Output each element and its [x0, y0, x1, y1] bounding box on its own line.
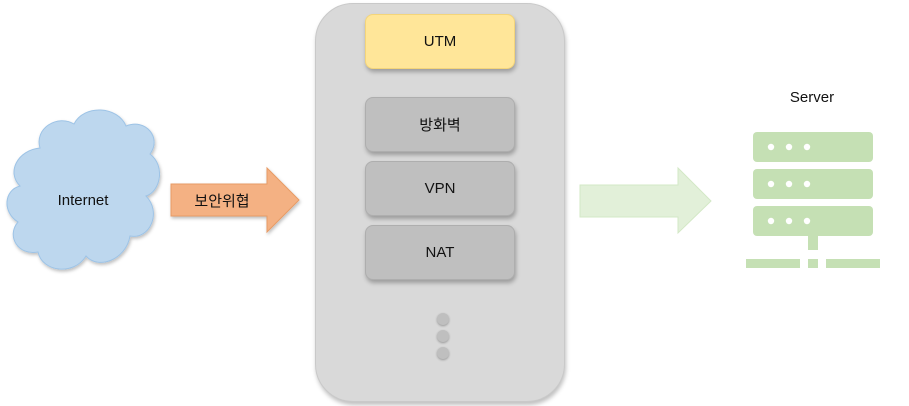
internet-label: Internet	[58, 192, 110, 209]
server-icon	[746, 132, 880, 268]
vpn-label: VPN	[424, 180, 456, 197]
more-dot	[437, 330, 449, 342]
more-dot	[437, 313, 449, 325]
more-dot	[437, 347, 449, 359]
firewall-label: 방화벽	[419, 116, 461, 134]
nat-module: NAT	[365, 225, 515, 280]
server-label: Server	[790, 89, 834, 106]
threat-arrow	[170, 166, 300, 234]
internet-cloud-icon	[6, 109, 160, 270]
utm-label: UTM	[423, 33, 457, 50]
clean-traffic-arrow	[579, 166, 712, 235]
firewall-module: 방화벽	[365, 97, 515, 152]
vpn-module: VPN	[365, 161, 515, 216]
threat-arrow-label: 보안위협	[194, 192, 249, 210]
utm-module: UTM	[365, 14, 515, 69]
nat-label: NAT	[425, 244, 455, 261]
